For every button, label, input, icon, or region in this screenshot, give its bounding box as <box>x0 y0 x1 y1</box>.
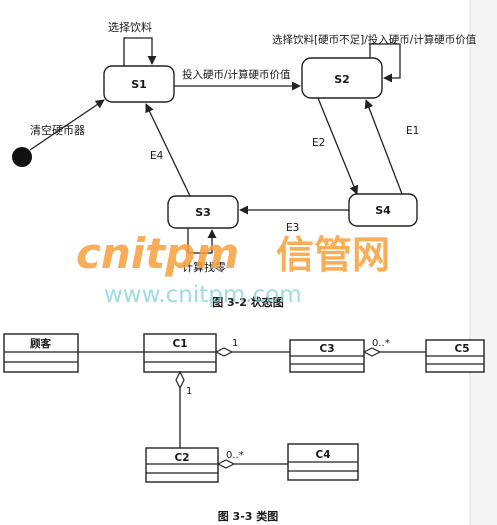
class-c2-name: C2 <box>174 452 189 464</box>
e2-transition <box>317 97 359 195</box>
e1-transition <box>364 99 403 195</box>
s1-to-s2-transition-label: 投入硬币/计算硬币价值 <box>182 68 291 81</box>
class-diagram-caption: 图 3-3 类图 <box>218 509 279 523</box>
class-c5: C5 <box>425 339 485 373</box>
watermark: cnitpm 信管网 www.cnitpm.com <box>76 229 390 308</box>
mult-c3-c5: 0..* <box>372 338 390 349</box>
class-customer-name: 顾客 <box>30 337 51 350</box>
aggregation-diamond-c3-c5 <box>362 347 382 357</box>
initial-transition <box>29 99 105 151</box>
state-s3-label: S3 <box>195 206 211 219</box>
state-s2-label: S2 <box>334 73 350 86</box>
state-diagram: 清空硬币器 S1 选择饮料 投入硬币/计算硬币价值 S2 选择饮料[硬币不足]/… <box>12 20 477 309</box>
e2-transition-label: E2 <box>312 137 325 149</box>
s1-self-transition-label: 选择饮料 <box>108 20 152 34</box>
class-c4: C4 <box>287 443 359 481</box>
class-c4-name: C4 <box>315 449 330 461</box>
state-diagram-caption: 图 3-2 状态图 <box>212 295 284 309</box>
mult-c1-c3: 1 <box>232 338 238 349</box>
s3-self-transition-label: 计算找零 <box>182 260 226 274</box>
aggregation-diamond-c1-c3 <box>214 347 234 357</box>
s1-self-transition <box>123 37 157 66</box>
initial-state-dot <box>12 147 32 167</box>
e1-transition-label: E1 <box>406 125 419 137</box>
scan-edge <box>470 0 497 525</box>
mult-c2-c4: 0..* <box>226 450 244 461</box>
state-s1 <box>103 65 175 103</box>
e4-transition <box>145 103 191 197</box>
class-c3: C3 <box>289 339 365 373</box>
aggregation-diamond-c2-c4 <box>216 459 236 469</box>
class-c5-name: C5 <box>454 343 469 355</box>
class-c1-name: C1 <box>172 338 187 350</box>
e4-transition-label: E4 <box>150 150 164 162</box>
initial-transition-label: 清空硬币器 <box>30 123 85 137</box>
state-s1-label: S1 <box>131 78 147 91</box>
class-c2: C2 <box>145 447 219 483</box>
aggregation-diamond-c1-c2 <box>175 370 185 390</box>
s2-self-transition-label: 选择饮料[硬币不足]/投入硬币/计算硬币价值 <box>272 33 477 46</box>
mult-c1-c2: 1 <box>186 386 192 397</box>
watermark-url: www.cnitpm.com <box>104 282 302 308</box>
class-c1: C1 <box>143 333 217 373</box>
watermark-brand-cn: 信管网 <box>276 233 390 277</box>
class-diagram: 顾客 C1 C3 C5 C2 <box>3 333 485 523</box>
e3-transition-label: E3 <box>286 222 299 234</box>
state-s4-label: S4 <box>375 204 391 217</box>
class-customer: 顾客 <box>3 333 79 373</box>
s3-self-transition <box>187 228 217 254</box>
watermark-brand-latin: cnitpm <box>76 229 239 278</box>
class-c3-name: C3 <box>319 343 334 355</box>
state-s3 <box>167 195 239 229</box>
s2-self-transition <box>369 43 401 83</box>
state-s2 <box>301 57 383 99</box>
